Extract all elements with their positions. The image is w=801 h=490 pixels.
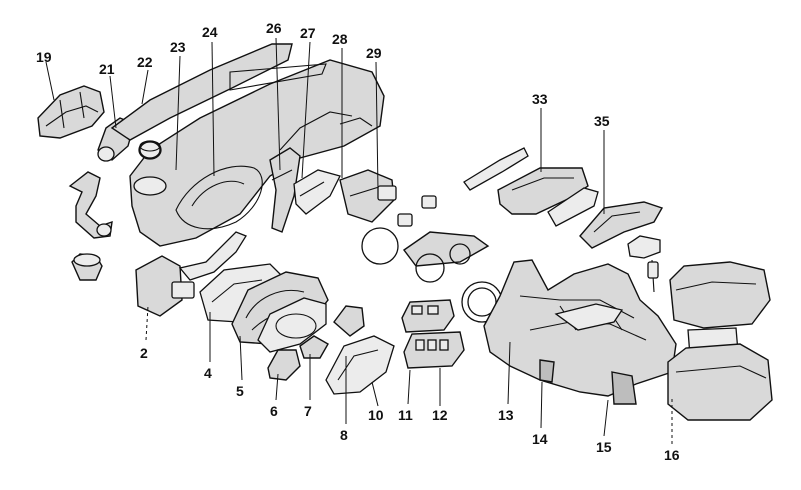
part-10-lens — [257, 297, 327, 353]
part-lock-cylinder — [627, 235, 661, 293]
part-12-switch-module — [403, 331, 465, 369]
callout-12: 12 — [432, 407, 448, 423]
callout-6: 6 — [270, 403, 278, 419]
part-8-cap — [333, 305, 365, 337]
callout-33: 33 — [532, 91, 548, 107]
callout-22: 22 — [137, 54, 153, 70]
callout-35: 35 — [594, 113, 610, 129]
part-6-knob — [267, 349, 301, 381]
callout-24: 24 — [202, 24, 218, 40]
callout-16: 16 — [664, 447, 680, 463]
callout-15: 15 — [596, 439, 612, 455]
callout-2: 2 — [140, 345, 148, 361]
callout-21: 21 — [99, 61, 115, 77]
part-cap — [139, 140, 161, 159]
callout-7: 7 — [304, 403, 312, 419]
callout-8: 8 — [340, 427, 348, 443]
callout-5: 5 — [236, 383, 244, 399]
part-16-armrest — [667, 261, 773, 421]
part-27-bracket — [293, 169, 341, 215]
part-7-knob — [299, 335, 329, 359]
callout-28: 28 — [332, 31, 348, 47]
part-29-switch-cluster — [361, 185, 490, 283]
callout-10: 10 — [368, 407, 384, 423]
callout-11: 11 — [398, 407, 413, 423]
part-35-tray — [579, 201, 664, 249]
callout-27: 27 — [300, 25, 316, 41]
callout-13: 13 — [498, 407, 514, 423]
part-21-s-pipe — [68, 171, 113, 239]
callout-4: 4 — [204, 365, 212, 381]
callout-14: 14 — [532, 431, 548, 447]
part-13-15-center-console — [483, 259, 677, 405]
part-23-dashboard-panel — [129, 59, 385, 247]
callout-29: 29 — [366, 45, 382, 61]
part-trim-ring — [325, 335, 395, 395]
part-33-bracket — [463, 147, 599, 227]
callout-23: 23 — [170, 39, 186, 55]
leader-lines — [45, 37, 673, 444]
part-2-side-bracket — [135, 231, 247, 317]
part-19-bracket — [37, 85, 105, 139]
callout-19: 19 — [36, 49, 52, 65]
part-grommet — [71, 253, 103, 281]
part-22-upper-duct — [110, 43, 293, 141]
part-11-switch-module — [401, 299, 455, 333]
callout-26: 26 — [266, 20, 282, 36]
part-26-stay — [269, 147, 301, 233]
callout-labels: 19 21 22 23 24 26 27 28 29 33 35 2 4 5 6… — [36, 20, 680, 463]
